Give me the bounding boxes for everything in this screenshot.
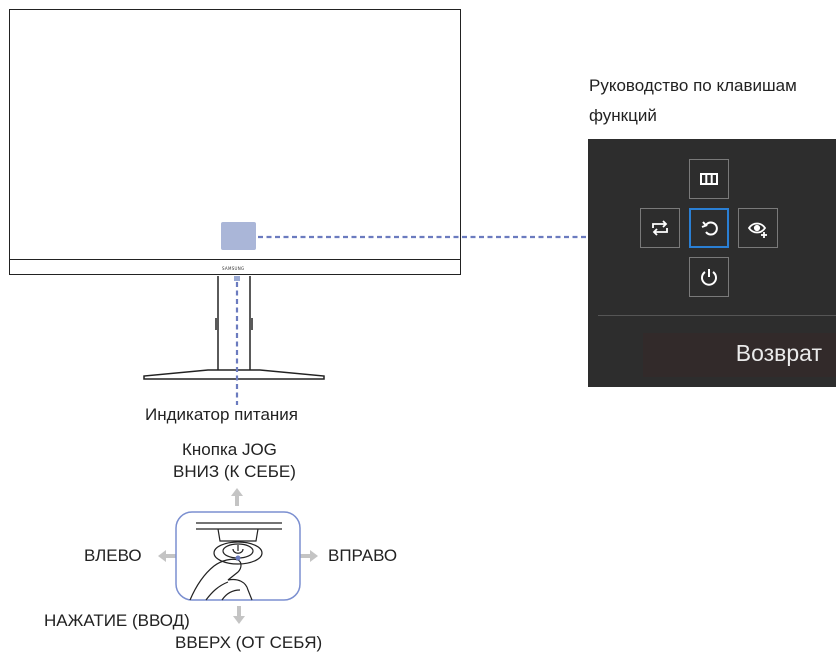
label-press: НАЖАТИЕ (ВВОД) [44, 611, 190, 630]
key-eye-saver[interactable] [738, 208, 778, 248]
panel-action-label: Возврат [735, 340, 822, 366]
brand-logo: SAMSUNG [222, 266, 245, 271]
label-power-indicator: Индикатор питания [145, 405, 298, 424]
key-source-switch[interactable] [640, 208, 680, 248]
key-return[interactable] [689, 208, 729, 248]
monitor-bezel-line [10, 259, 460, 260]
label-down: ВНИЗ (К СЕБЕ) [173, 462, 296, 481]
jog-button-illustration [175, 511, 301, 601]
monitor-stand [143, 276, 325, 380]
arrow-right-icon [300, 550, 318, 562]
power-indicator-led [234, 276, 240, 281]
label-up: ВВЕРХ (ОТ СЕБЯ) [175, 633, 323, 652]
power-icon [701, 269, 717, 286]
arrow-up-icon [231, 488, 243, 506]
guide-highlight-area [221, 222, 256, 250]
label-left: ВЛЕВО [84, 546, 142, 565]
source-switch-icon [652, 220, 668, 236]
panel-label-area [643, 333, 836, 377]
return-icon [701, 221, 718, 236]
key-power[interactable] [689, 257, 729, 297]
key-menu[interactable] [689, 159, 729, 199]
eye-saver-icon [747, 222, 767, 238]
arrow-down-icon [233, 606, 245, 624]
arrow-left-icon [158, 550, 176, 562]
function-key-guide-panel: Возврат [588, 139, 836, 387]
guide-title-line2: функций [589, 106, 657, 125]
panel-divider [598, 315, 836, 316]
label-right: ВПРАВО [328, 546, 398, 565]
guide-title-line1: Руководство по клавишам [589, 76, 797, 95]
label-jog-button: Кнопка JOG [182, 440, 277, 459]
menu-icon [700, 173, 718, 185]
direction-arrows [158, 488, 318, 624]
